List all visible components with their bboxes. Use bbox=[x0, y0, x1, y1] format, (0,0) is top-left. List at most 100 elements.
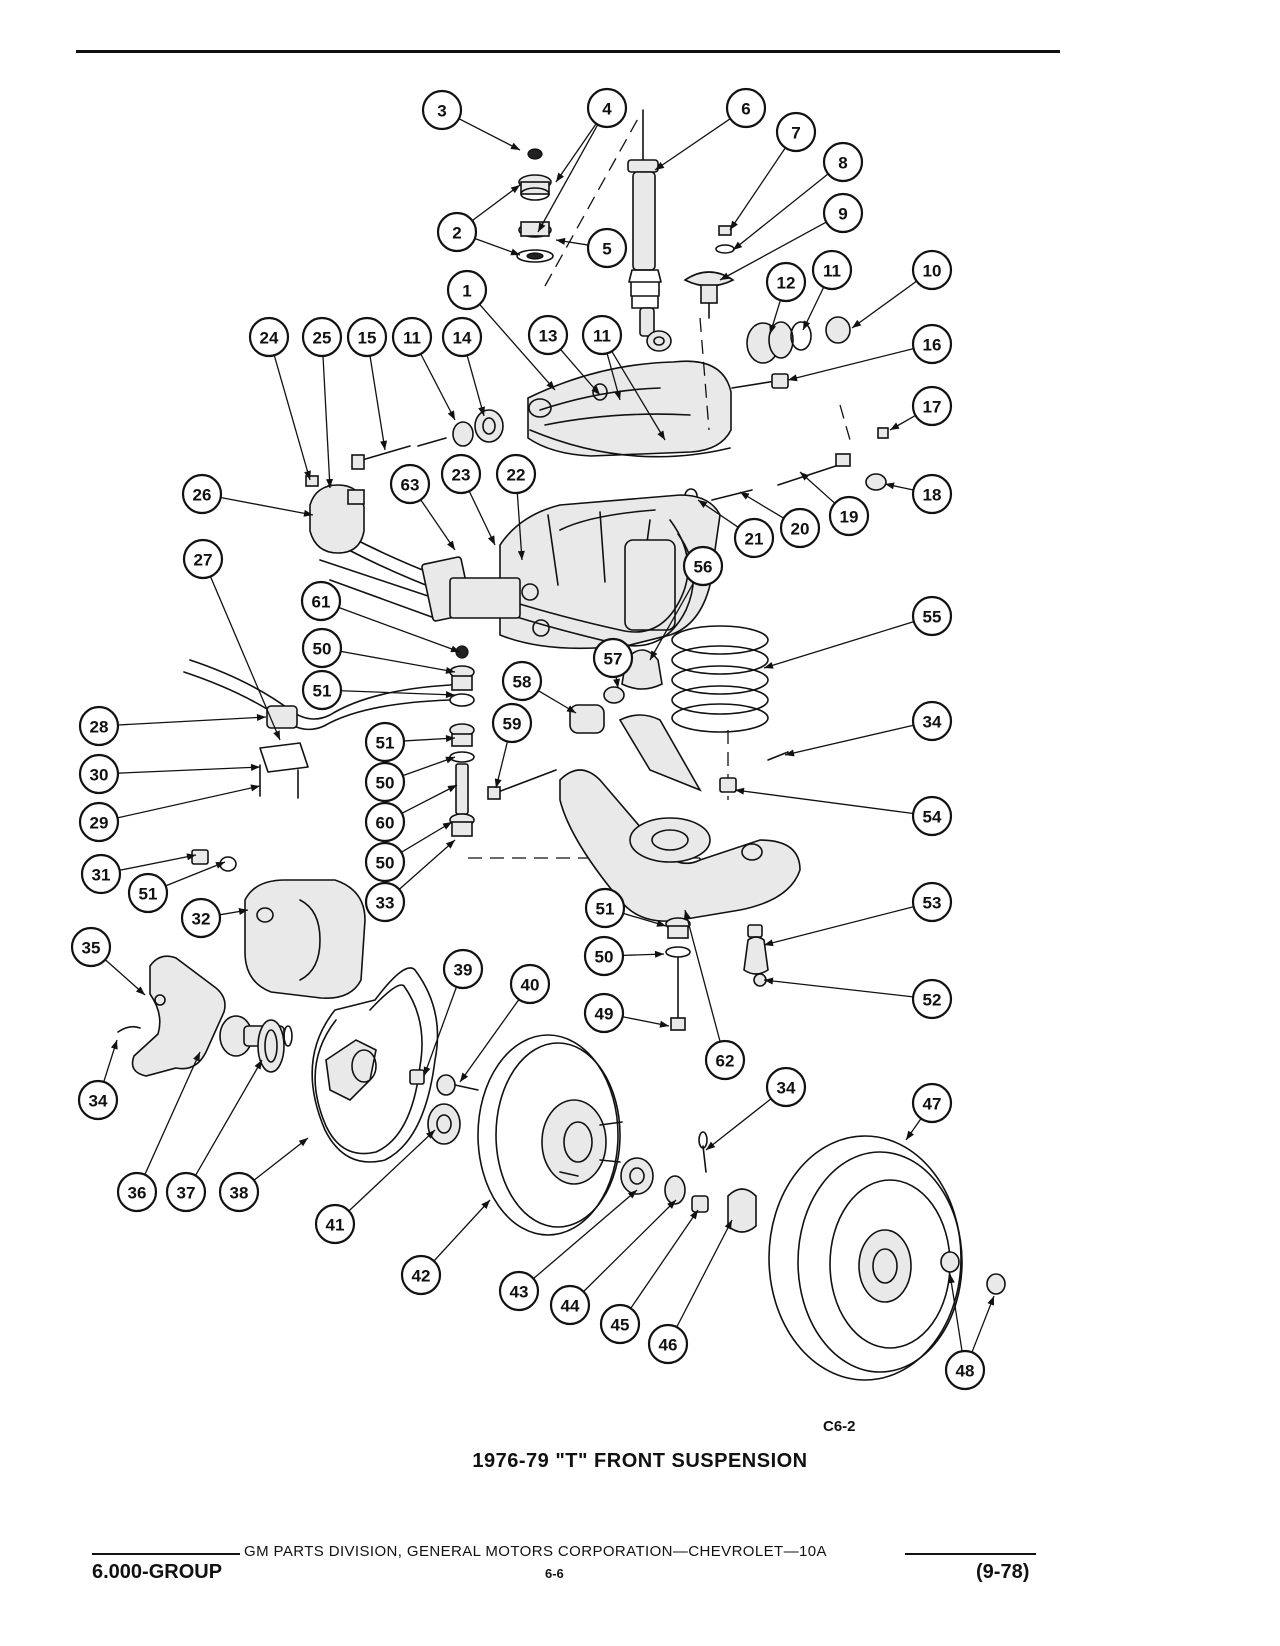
callout-circle bbox=[828, 495, 870, 537]
leader-arrowhead bbox=[423, 1066, 431, 1076]
callout-44: 44 bbox=[549, 1284, 591, 1326]
callout-circle bbox=[165, 1171, 207, 1213]
leader-line-37 bbox=[194, 1059, 263, 1176]
leader-line-50 bbox=[402, 756, 456, 777]
callout-circle bbox=[911, 595, 953, 637]
callout-circle bbox=[765, 261, 807, 303]
leader-arrowhead bbox=[683, 910, 691, 920]
callout-number: 34 bbox=[777, 1079, 796, 1098]
upper-ball-joint-part bbox=[683, 225, 735, 319]
frame-bracket-part bbox=[499, 494, 721, 650]
callout-number: 38 bbox=[230, 1184, 249, 1203]
leader-arrowhead bbox=[735, 787, 745, 795]
callout-number: 28 bbox=[90, 718, 109, 737]
leader-arrowhead bbox=[659, 1020, 669, 1028]
callout-circle bbox=[78, 801, 120, 843]
callout-50: 50 bbox=[301, 627, 343, 669]
leader-line-30 bbox=[117, 766, 261, 774]
leader-arrowhead bbox=[481, 1200, 490, 1209]
callout-number: 1 bbox=[462, 282, 471, 301]
callout-circle bbox=[248, 316, 290, 358]
leader-line-9 bbox=[719, 221, 827, 281]
callout-circle bbox=[944, 1349, 986, 1391]
callout-5: 5 bbox=[586, 227, 628, 269]
callout-circle bbox=[301, 669, 343, 711]
callout-number: 18 bbox=[923, 486, 942, 505]
callout-number: 61 bbox=[312, 593, 331, 612]
callout-circle bbox=[218, 1171, 260, 1213]
callout-24: 24 bbox=[248, 316, 290, 358]
callout-circle bbox=[314, 1203, 356, 1245]
parts-artwork bbox=[117, 109, 1006, 1381]
callout-number: 2 bbox=[452, 224, 461, 243]
leader-arrowhead bbox=[186, 853, 196, 861]
callout-50: 50 bbox=[583, 935, 625, 977]
callout-number: 6 bbox=[741, 100, 750, 119]
lower-control-arm-part bbox=[487, 714, 801, 922]
alignment-bolts-part bbox=[684, 427, 889, 504]
callout-circle bbox=[501, 660, 543, 702]
callout-10: 10 bbox=[911, 249, 953, 291]
callout-circle bbox=[586, 227, 628, 269]
callout-circle bbox=[704, 1039, 746, 1081]
leader-arrowhead bbox=[478, 406, 485, 416]
leader-line-38 bbox=[253, 1137, 309, 1181]
leader-line-22 bbox=[516, 492, 523, 561]
callout-27: 27 bbox=[182, 538, 224, 580]
leader-line-62 bbox=[684, 909, 721, 1042]
leader-line-61 bbox=[338, 606, 461, 653]
leader-arrowhead bbox=[890, 422, 900, 430]
leader-arrowhead bbox=[764, 661, 774, 669]
leader-arrowhead bbox=[238, 908, 248, 915]
callout-number: 33 bbox=[376, 894, 395, 913]
leader-arrowhead bbox=[447, 540, 455, 550]
leader-line-31 bbox=[119, 854, 197, 871]
callout-54: 54 bbox=[911, 795, 953, 837]
leader-arrowhead bbox=[250, 784, 260, 792]
leader-arrowhead bbox=[445, 666, 455, 674]
callout-number: 42 bbox=[412, 1267, 431, 1286]
leader-arrowhead bbox=[690, 1210, 698, 1220]
leader-line-7 bbox=[729, 147, 786, 231]
leader-line-36 bbox=[144, 1051, 201, 1175]
callout-number: 47 bbox=[923, 1095, 942, 1114]
leader-line-25 bbox=[322, 355, 331, 489]
leader-arrowhead bbox=[487, 535, 495, 545]
callout-32: 32 bbox=[180, 897, 222, 939]
leader-arrowhead bbox=[445, 735, 455, 743]
callout-number: 13 bbox=[539, 327, 558, 346]
leader-arrowhead bbox=[303, 509, 313, 517]
callout-50: 50 bbox=[364, 761, 406, 803]
callout-circle bbox=[765, 1066, 807, 1108]
leader-line-43 bbox=[533, 1189, 638, 1280]
leader-arrowhead bbox=[538, 222, 546, 232]
callout-circle bbox=[116, 1171, 158, 1213]
callout-circle bbox=[911, 1082, 953, 1124]
callout-number: 4 bbox=[602, 100, 612, 119]
callout-number: 31 bbox=[92, 866, 111, 885]
callout-11: 11 bbox=[391, 316, 433, 358]
callout-number: 21 bbox=[745, 530, 764, 549]
leader-arrowhead bbox=[769, 324, 776, 334]
callout-circle bbox=[599, 1303, 641, 1345]
callout-number: 58 bbox=[513, 673, 532, 692]
callout-58: 58 bbox=[501, 660, 543, 702]
callout-52: 52 bbox=[911, 978, 953, 1020]
callout-51: 51 bbox=[127, 872, 169, 914]
leader-arrowhead bbox=[764, 977, 774, 985]
leader-arrowhead bbox=[788, 374, 798, 382]
leader-line-27 bbox=[209, 576, 281, 741]
lower-ball-joint-part bbox=[665, 917, 769, 1031]
callout-number: 15 bbox=[358, 329, 377, 348]
leader-arrowhead bbox=[298, 1138, 308, 1147]
callout-circle bbox=[364, 841, 406, 883]
callout-number: 41 bbox=[326, 1216, 345, 1235]
leader-line-42 bbox=[433, 1199, 491, 1262]
callout-1: 1 bbox=[446, 269, 488, 311]
callout-number: 14 bbox=[453, 329, 472, 348]
callout-9: 9 bbox=[822, 192, 864, 234]
shock-mount-stack-part bbox=[516, 148, 554, 263]
leader-line-44 bbox=[583, 1199, 677, 1293]
leader-line-51 bbox=[340, 690, 456, 696]
leader-line-13 bbox=[559, 348, 601, 396]
